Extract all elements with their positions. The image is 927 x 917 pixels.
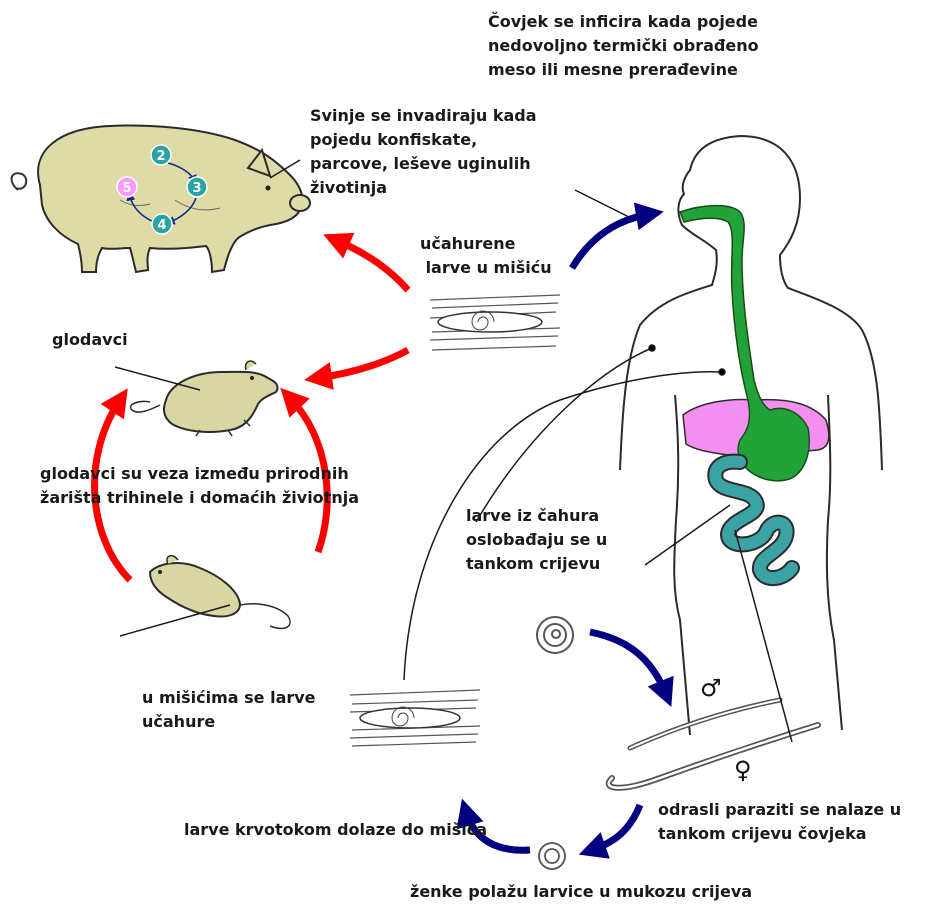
label-encysted-larvae: učahurene larve u mišiću (420, 232, 552, 280)
rodent-top (131, 361, 278, 436)
label-adult-parasites: odrasli paraziti se nalaze u tankom crij… (658, 798, 901, 846)
label-rodents: glodavci (52, 328, 128, 352)
encysted-larvae-muscle-bottom (350, 690, 480, 746)
stage-2-badge: 2 (151, 145, 171, 165)
label-females-lay: ženke polažu larvice u mukozu crijeva (410, 880, 752, 904)
svg-text:2: 2 (156, 149, 165, 164)
label-larvae-released: larve iz čahura oslobađaju se u tankom c… (466, 504, 607, 576)
adult-worms (609, 700, 818, 788)
label-bloodstream: larve krvotokom dolaze do mišića (184, 818, 487, 842)
svg-text:3: 3 (192, 181, 201, 196)
label-rodent-link: glodavci su veza između prirodnih žarišt… (40, 462, 359, 510)
stage-3-badge: 3 (187, 177, 207, 197)
label-pig-invasion: Svinje se invadiraju kada pojedu konfisk… (310, 104, 537, 200)
rodent-bottom (150, 556, 290, 629)
svg-text:5: 5 (122, 181, 131, 196)
stage-4-badge: 4 (152, 214, 172, 234)
stage-5-badge: 5 (117, 177, 137, 197)
svg-text:4: 4 (157, 218, 166, 233)
encysted-larvae-muscle-top (430, 295, 560, 350)
label-human-infection: Čovjek se inficira kada pojede nedovoljn… (488, 10, 759, 82)
newborn-larva-coil (539, 843, 565, 869)
released-larva-coil (537, 617, 573, 653)
male-symbol: ♂ (700, 674, 722, 702)
female-symbol: ♀ (734, 756, 752, 784)
label-muscle-encyst: u mišićima se larve učahure (142, 686, 316, 734)
